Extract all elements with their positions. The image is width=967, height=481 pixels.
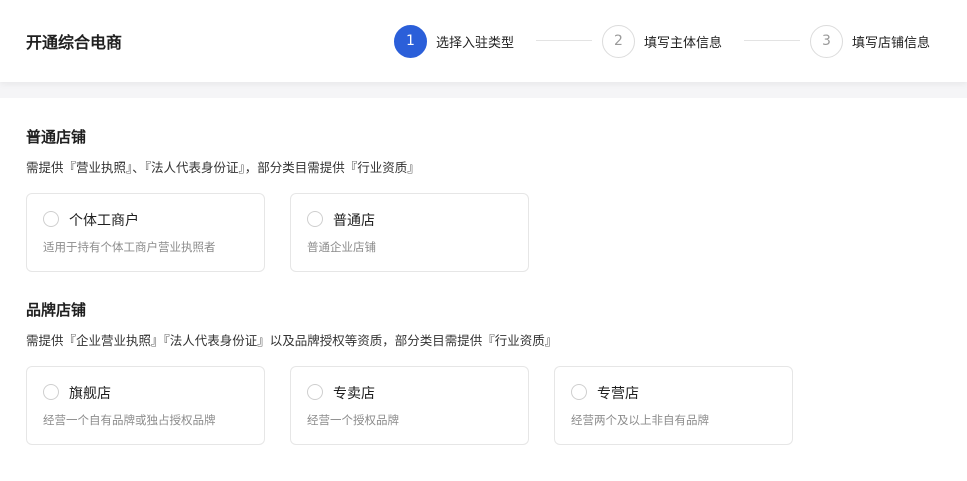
page-title: 开通综合电商 [26,33,123,52]
option-title: 旗舰店 [69,386,111,402]
option-card-flagship[interactable]: 旗舰店 经营一个自有品牌或独占授权品牌 [26,366,265,445]
option-desc: 经营一个授权品牌 [307,413,399,427]
step-1: 1 选择入驻类型 [394,24,514,58]
store-type-panel: 普通店铺 需提供『营业执照』、『法人代表身份证』，部分类目需提供『行业资质』 个… [0,98,967,481]
page-header: 开通综合电商 1 选择入驻类型 2 填写主体信息 3 填写店铺信息 [0,0,967,82]
option-desc: 经营两个及以上非自有品牌 [571,413,709,427]
step-1-number: 1 [394,24,427,58]
step-3-label: 填写店铺信息 [852,35,931,51]
option-card-specialty[interactable]: 专营店 经营两个及以上非自有品牌 [554,366,793,445]
section-title-brand-store: 品牌店铺 [26,301,87,319]
section-desc-regular-store: 需提供『营业执照』、『法人代表身份证』，部分类目需提供『行业资质』 [26,160,420,175]
radio-button[interactable] [43,211,59,227]
radio-button[interactable] [571,384,587,400]
step-connector [536,40,592,41]
option-card-exclusive[interactable]: 专卖店 经营一个授权品牌 [290,366,529,445]
option-desc: 适用于持有个体工商户营业执照者 [43,240,216,254]
option-desc: 普通企业店铺 [307,240,376,254]
step-connector [744,40,800,41]
radio-button[interactable] [43,384,59,400]
step-1-label: 选择入驻类型 [436,35,515,51]
option-desc: 经营一个自有品牌或独占授权品牌 [43,413,216,427]
step-2-number: 2 [602,24,635,58]
step-3: 3 填写店铺信息 [810,24,930,58]
option-card-individual[interactable]: 个体工商户 适用于持有个体工商户营业执照者 [26,193,265,272]
radio-button[interactable] [307,384,323,400]
option-title: 专营店 [597,386,639,402]
step-2-label: 填写主体信息 [644,35,723,51]
option-card-regular[interactable]: 普通店 普通企业店铺 [290,193,529,272]
section-title-regular-store: 普通店铺 [26,128,87,146]
radio-button[interactable] [307,211,323,227]
step-3-number: 3 [810,24,843,58]
option-title: 个体工商户 [69,213,139,229]
option-title: 普通店 [333,213,375,229]
option-title: 专卖店 [333,386,375,402]
section-desc-brand-store: 需提供『企业营业执照』『法人代表身份证』以及品牌授权等资质，部分类目需提供『行业… [26,333,558,348]
step-2: 2 填写主体信息 [602,24,722,58]
